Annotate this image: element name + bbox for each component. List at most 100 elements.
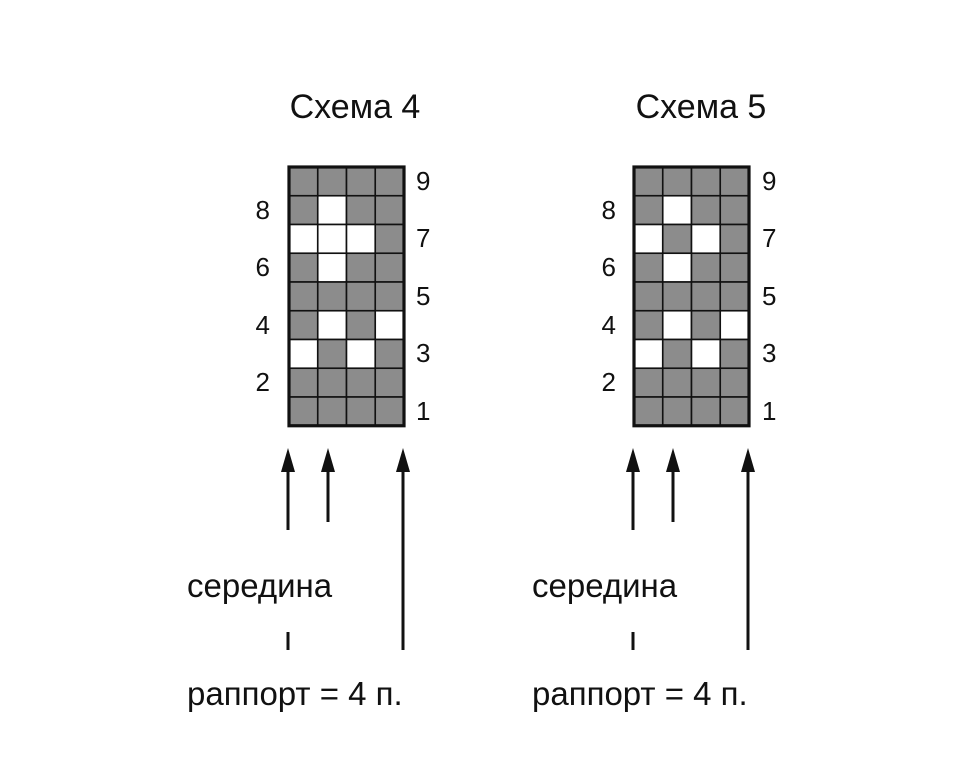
scheme-5-cell-r3-c3 [690, 338, 722, 370]
scheme-4-cell-r8-c4 [374, 194, 405, 226]
scheme-4-cell-r2-c4 [374, 367, 405, 398]
scheme-5-cell-r6-c3 [690, 252, 722, 283]
scheme-5-cell-r8-c3 [690, 194, 722, 226]
scheme-5-cell-r8-c2 [661, 194, 693, 226]
scheme-4-cell-r2-c3 [345, 367, 377, 398]
scheme-4-cell-r9-c1 [288, 166, 319, 197]
scheme-5-cell-r1-c3 [690, 396, 722, 427]
scheme-5-grid-border [632, 165, 751, 428]
scheme-4-title: Схема 4 [290, 88, 421, 126]
scheme-4-cell-r1-c3 [345, 396, 377, 427]
scheme-5-cell-r1-c2 [661, 396, 693, 427]
scheme-5-cell-r4-c3 [690, 309, 722, 341]
scheme-4-cell-r6-c4 [374, 252, 405, 283]
scheme-5-cell-r5-c3 [690, 281, 722, 312]
scheme-4-cell-r4-c4 [374, 309, 405, 341]
scheme-4-cell-r4-c2 [316, 309, 348, 341]
scheme-5-cell-r6-c4 [719, 252, 750, 283]
scheme-4-cell-r5-c1 [288, 281, 319, 312]
scheme-4-cell-r8-c1 [288, 194, 319, 226]
scheme-5-cell-r2-c3 [690, 367, 722, 398]
scheme-4-cell-r4-c1 [288, 309, 319, 341]
scheme-5-cell-r3-c4 [719, 338, 750, 370]
scheme-4-cell-r5-c4 [374, 281, 405, 312]
scheme-4-row-number-4: 4 [256, 310, 270, 340]
scheme-5: Схема 5 8 6 4 2 9 7 5 3 1 [532, 88, 776, 712]
scheme-4-cell-r8-c2 [316, 194, 348, 226]
scheme-5-row-number-8: 8 [602, 195, 616, 225]
scheme-5-cell-r8-c1 [633, 194, 664, 226]
scheme-4-cell-r8-c3 [345, 194, 377, 226]
scheme-5-cell-r1-c1 [633, 396, 664, 427]
scheme-4-cell-r7-c4 [374, 223, 405, 255]
scheme-4-row-number-5: 5 [416, 281, 430, 311]
scheme-4-middle-arrow [281, 448, 295, 530]
scheme-4-inner-arrow [321, 448, 335, 522]
scheme-5-cell-r9-c4 [719, 166, 750, 197]
scheme-5-cell-r5-c2 [661, 281, 693, 312]
scheme-5-inner-arrow [666, 448, 680, 522]
scheme-4-repeat-label: раппорт = 4 п. [187, 675, 403, 712]
scheme-4-row-number-8: 8 [256, 195, 270, 225]
scheme-5-middle-label: середина [532, 567, 678, 604]
scheme-5-row-number-5: 5 [762, 281, 776, 311]
scheme-4-cell-r2-c2 [316, 367, 348, 398]
scheme-5-repeat-label: раппорт = 4 п. [532, 675, 748, 712]
scheme-5-row-number-3: 3 [762, 338, 776, 368]
scheme-4-cell-r7-c1 [288, 223, 319, 255]
scheme-4-repeat-arrow [396, 448, 410, 650]
scheme-4-row-number-2: 2 [256, 367, 270, 397]
scheme-4-cell-r9-c2 [316, 166, 348, 197]
scheme-4-cell-r6-c3 [345, 252, 377, 283]
scheme-5-cell-r9-c1 [633, 166, 664, 197]
scheme-4-middle-label: середина [187, 567, 333, 604]
scheme-4-cell-r4-c3 [345, 309, 377, 341]
scheme-4-grid-border [287, 165, 406, 428]
scheme-5-cell-r2-c4 [719, 367, 750, 398]
scheme-4-grid [287, 165, 406, 428]
scheme-5-cell-r3-c1 [633, 338, 664, 370]
scheme-4-row-number-9: 9 [416, 166, 430, 196]
scheme-4-cell-r9-c4 [374, 166, 405, 197]
scheme-4-cell-r7-c2 [316, 223, 348, 255]
scheme-4-cell-r6-c2 [316, 252, 348, 283]
scheme-5-cell-r9-c3 [690, 166, 722, 197]
scheme-5-grid [632, 165, 751, 428]
scheme-4-cell-r6-c1 [288, 252, 319, 283]
scheme-5-title: Схема 5 [636, 88, 767, 126]
scheme-5-cell-r7-c2 [661, 223, 693, 255]
scheme-5-cell-r6-c1 [633, 252, 664, 283]
scheme-5-cell-r4-c2 [661, 309, 693, 341]
scheme-4-cell-r7-c3 [345, 223, 377, 255]
scheme-5-cell-r2-c2 [661, 367, 693, 398]
scheme-5-row-number-2: 2 [602, 367, 616, 397]
scheme-4-cell-r1-c1 [288, 396, 319, 427]
scheme-4-row-number-6: 6 [256, 252, 270, 282]
scheme-4-cell-r1-c4 [374, 396, 405, 427]
scheme-5-cell-r7-c4 [719, 223, 750, 255]
scheme-5-cell-r7-c3 [690, 223, 722, 255]
scheme-5-cell-r5-c4 [719, 281, 750, 312]
scheme-4-cell-r9-c3 [345, 166, 377, 197]
scheme-4-cell-r3-c3 [345, 338, 377, 370]
scheme-4-cell-r5-c2 [316, 281, 348, 312]
scheme-5-cell-r8-c4 [719, 194, 750, 226]
scheme-5-cell-r9-c2 [661, 166, 693, 197]
scheme-5-row-number-6: 6 [602, 252, 616, 282]
scheme-4-row-number-3: 3 [416, 338, 430, 368]
scheme-4-cell-r1-c2 [316, 396, 348, 427]
scheme-4-row-number-7: 7 [416, 223, 430, 253]
scheme-5-cell-r3-c2 [661, 338, 693, 370]
scheme-4-cell-r2-c1 [288, 367, 319, 398]
scheme-4-cell-r5-c3 [345, 281, 377, 312]
scheme-5-repeat-arrow [741, 448, 755, 650]
scheme-5-cell-r7-c1 [633, 223, 664, 255]
scheme-4-row-number-1: 1 [416, 396, 430, 426]
scheme-5-cell-r5-c1 [633, 281, 664, 312]
scheme-5-middle-arrow [626, 448, 640, 530]
scheme-5-cell-r4-c1 [633, 309, 664, 341]
scheme-5-cell-r6-c2 [661, 252, 693, 283]
scheme-5-row-number-7: 7 [762, 223, 776, 253]
